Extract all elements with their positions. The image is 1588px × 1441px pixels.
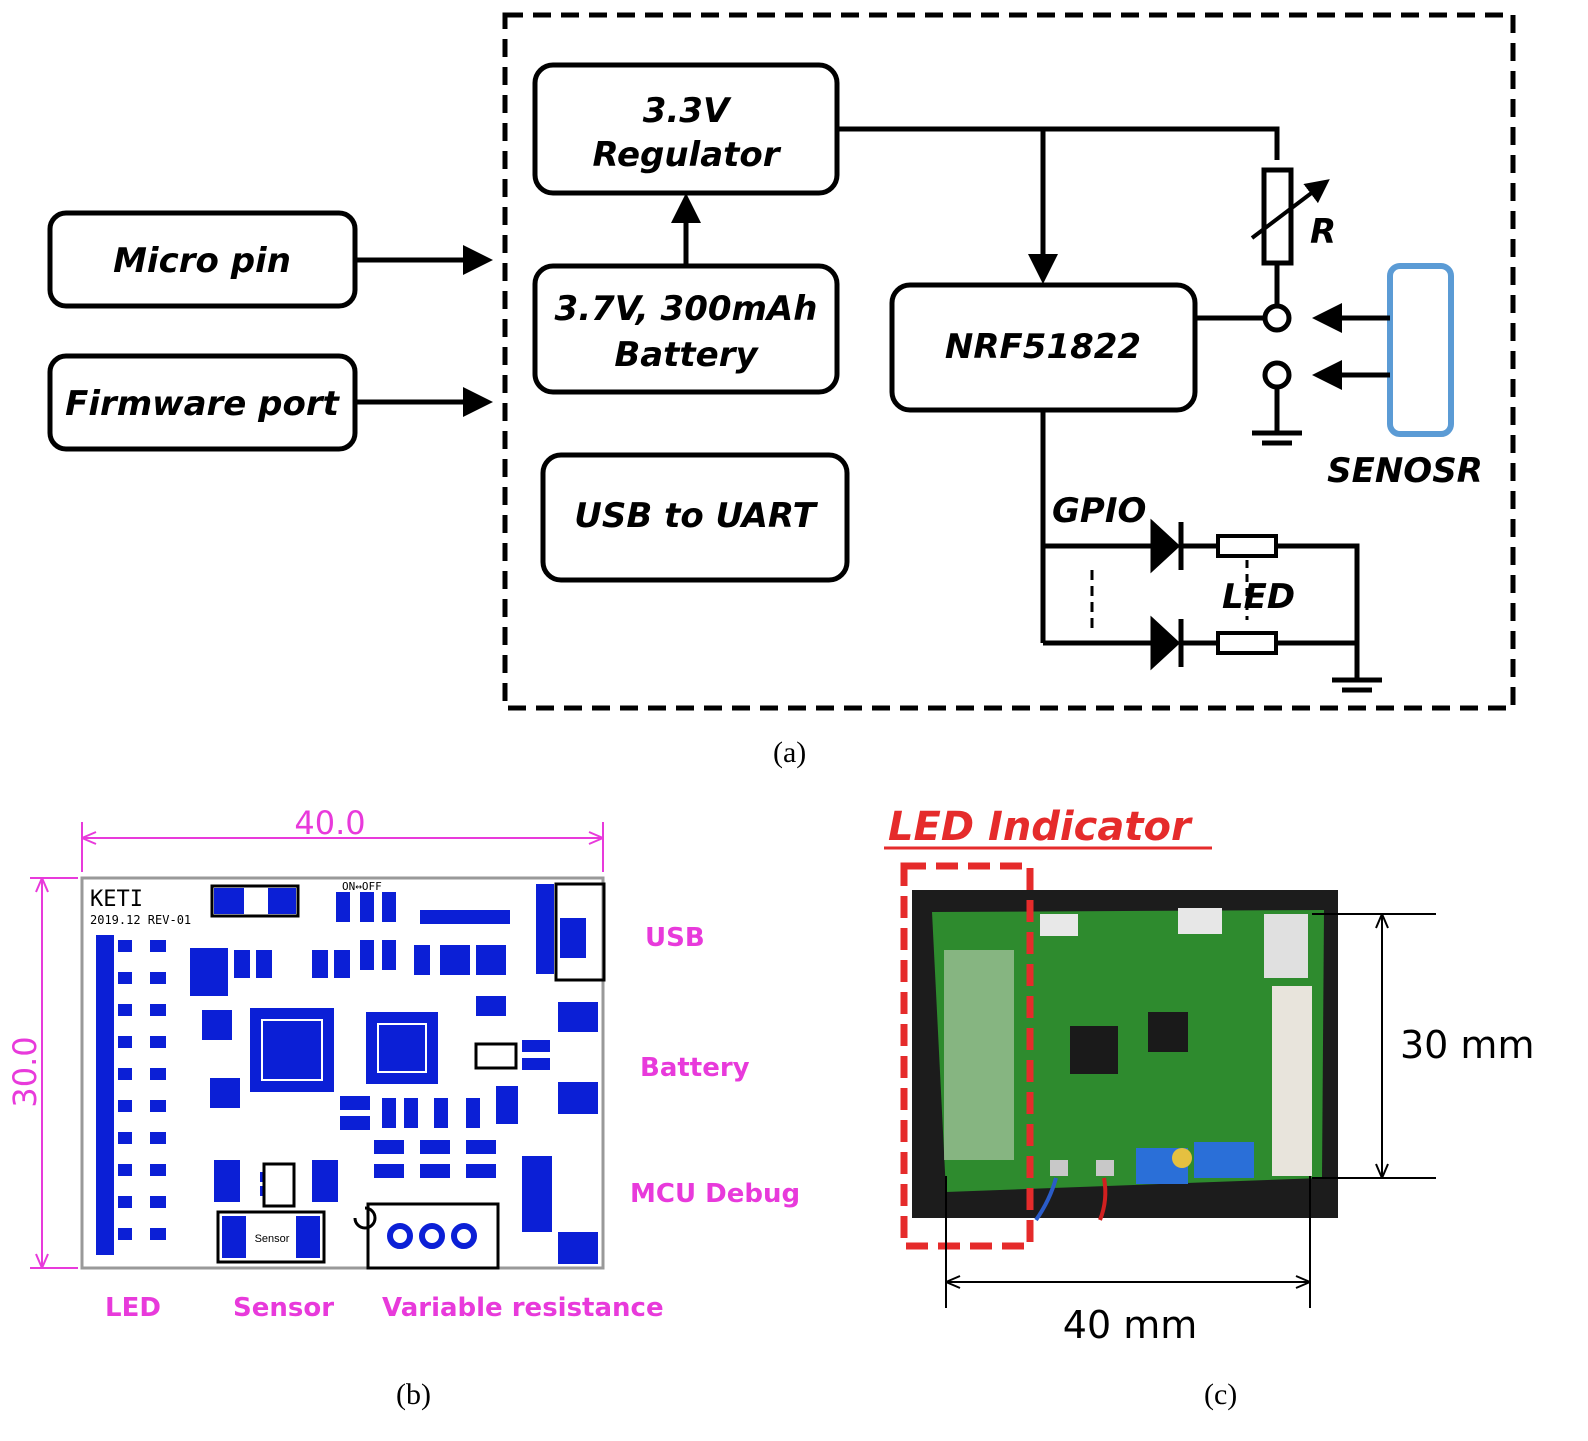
- led-diode-1: [1150, 518, 1181, 574]
- callout-sensor: Sensor: [233, 1293, 334, 1323]
- sensor-box: [1387, 263, 1454, 437]
- led-diode-2: [1150, 615, 1181, 671]
- height-dim-label: 30.0: [6, 1036, 44, 1107]
- height-dimension-c: [1312, 913, 1436, 1179]
- led-highlight-box: [900, 862, 1034, 1250]
- regulator-label-line2: Regulator: [592, 135, 781, 175]
- sensor-terminal-2: [1262, 360, 1292, 390]
- callout-variable-resistance: Variable resistance: [382, 1293, 664, 1323]
- pcb-components: [944, 908, 1312, 1222]
- board-switch-label: ON↔OFF: [342, 880, 382, 893]
- led-resistor-2: [1216, 631, 1278, 655]
- rotate-symbol: [353, 1206, 377, 1230]
- caption-c: (c): [1204, 1378, 1238, 1411]
- board-revision: 2019.12 REV-01: [90, 913, 191, 927]
- usb-uart-box: [540, 452, 850, 583]
- sensor-terminal-1: [1262, 303, 1292, 333]
- led-resistor-1: [1216, 534, 1278, 558]
- mcu-chip-u4: [366, 1012, 438, 1084]
- callout-mcu-debug: MCU Debug: [630, 1179, 800, 1209]
- regulator-u5: [262, 1162, 296, 1208]
- callout-led: LED: [105, 1293, 161, 1323]
- led-label: LED: [1222, 577, 1295, 617]
- mcu-chip-u2: [250, 1008, 334, 1092]
- caption-b: (b): [396, 1378, 431, 1411]
- regulator-output-wire: [837, 126, 1280, 160]
- width-dim-label-c: 40 mm: [1063, 1303, 1197, 1347]
- micro-pin-label: Micro pin: [113, 241, 291, 281]
- width-dimension-c: [945, 1176, 1311, 1308]
- usb-connector-outline: [554, 882, 606, 982]
- device-enclosure: [502, 12, 1516, 711]
- pcb-layout: 40.0 30.0 KETI 2019.12 REV-01 ON↔OFF: [6, 804, 800, 1323]
- height-dim-label-c: 30 mm: [1400, 1023, 1534, 1067]
- usb-uart-label: USB to UART: [574, 496, 818, 536]
- led-return-wire: [1276, 543, 1360, 680]
- callout-usb: USB: [645, 923, 705, 953]
- misc-passives: [202, 996, 598, 1264]
- battery-label-line1: 3.7V, 300mAh: [555, 289, 818, 329]
- resistor-label: R: [1310, 212, 1336, 252]
- led-pad-column: [96, 935, 166, 1255]
- mcu-label: NRF51822: [945, 327, 1141, 367]
- callout-battery: Battery: [640, 1053, 750, 1083]
- ground-symbol-led: [1332, 677, 1382, 693]
- led-indicator-title: LED Indicator: [888, 804, 1193, 850]
- width-dim-label: 40.0: [294, 804, 365, 842]
- block-diagram: Micro pin Firmware port 3.3V Regulator 3…: [47, 12, 1516, 711]
- firmware-port-label: Firmware port: [65, 384, 341, 424]
- board-brand: KETI: [90, 887, 143, 912]
- caption-a: (a): [773, 736, 807, 769]
- width-dimension: [81, 822, 604, 872]
- regulator-label-line1: 3.3V: [643, 91, 732, 131]
- sensor-label: SENOSR: [1327, 451, 1483, 491]
- regulator-u3: [474, 1042, 518, 1070]
- battery-label-line2: Battery: [614, 335, 759, 375]
- sensor-pad-label: Sensor: [255, 1233, 290, 1245]
- gpio-label: GPIO: [1052, 491, 1146, 531]
- pcb-photo: LED Indicator 30 mm 40 mm: [884, 804, 1534, 1347]
- variable-resistor-arrow: [1250, 179, 1330, 240]
- ground-symbol-sensor: [1252, 430, 1302, 446]
- height-dimension: [30, 877, 78, 1269]
- pcb-outline: [80, 876, 605, 1270]
- top-passives: [190, 884, 586, 996]
